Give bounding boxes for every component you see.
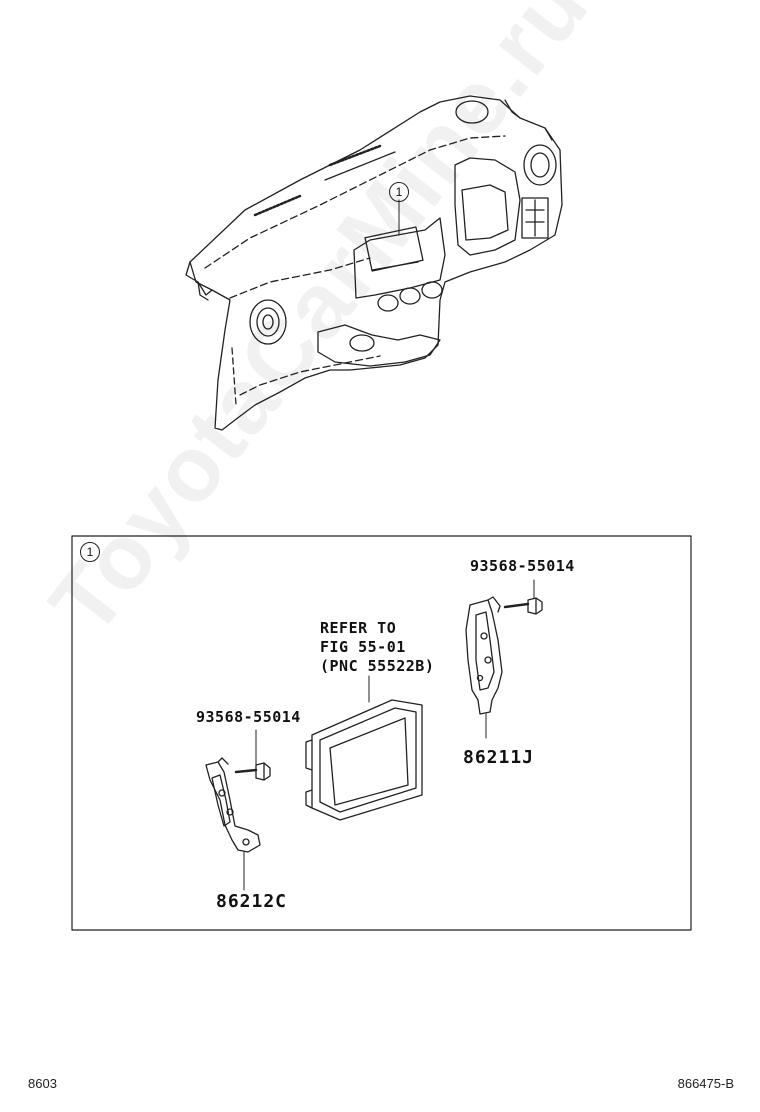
- part-number-bracket-right: 86211J: [463, 747, 535, 768]
- refer-to-line-1: REFER TO: [320, 619, 397, 637]
- part-number-bolt-left: 93568-55014: [196, 708, 301, 726]
- bracket-left-illustration: [205, 757, 261, 891]
- dashboard-illustration: [185, 95, 563, 431]
- callout-1-dashboard: 1: [389, 182, 409, 202]
- part-number-bolt-right: 93568-55014: [470, 557, 575, 575]
- refer-to-line-3: (PNC 55522B): [320, 657, 435, 675]
- footer-left-code: 8603: [28, 1076, 57, 1091]
- part-number-bracket-left: 86212C: [216, 891, 288, 912]
- bolt-right-illustration: [503, 579, 543, 615]
- refer-to-line-2: FIG 55-01: [320, 638, 406, 656]
- footer-right-code: 866475-B: [677, 1076, 734, 1091]
- callout-1-detail-box: 1: [80, 542, 100, 562]
- audio-bezel-illustration: [305, 675, 423, 821]
- bracket-right-illustration: [465, 596, 503, 739]
- bolt-left-illustration: [234, 729, 271, 781]
- detail-box: [71, 535, 692, 931]
